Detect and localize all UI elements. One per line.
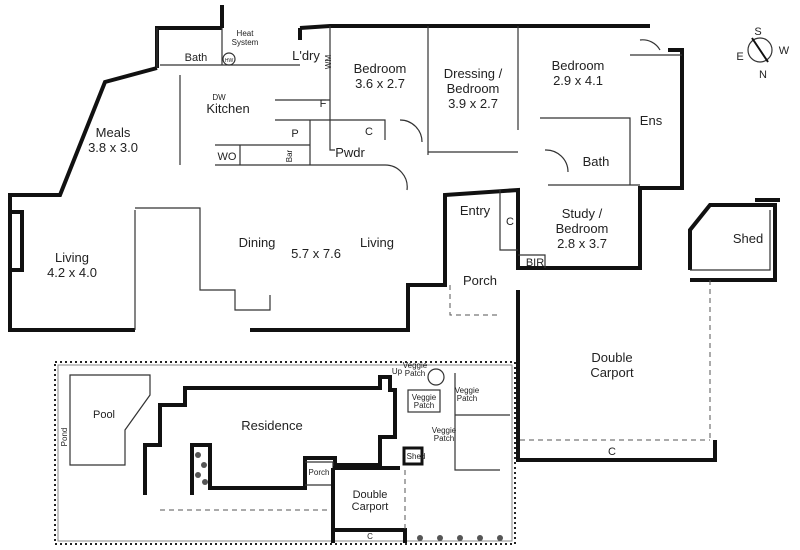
site-carport-label-2: Carport <box>352 501 389 513</box>
veggie1-label: Veggie <box>403 361 428 370</box>
laundry-label: L'dry <box>292 48 320 63</box>
up-label: Up <box>392 367 403 376</box>
site-shed <box>402 446 424 466</box>
carport-label: Double <box>591 350 632 365</box>
veggie3-label: Veggie <box>455 386 480 395</box>
compass-needle-icon <box>751 37 769 63</box>
heat-system-label-1: Heat <box>237 29 255 38</box>
porch-label: Porch <box>463 273 497 288</box>
pantry-label: P <box>291 128 298 140</box>
dining-label: Dining <box>239 235 276 250</box>
entry-cupboard-label: C <box>506 216 514 228</box>
tree-icon <box>427 368 445 386</box>
fridge-label: F <box>320 98 327 110</box>
bedroom1-size: 3.6 x 2.7 <box>355 76 405 91</box>
site-shrubs <box>195 452 503 541</box>
residence-outline <box>143 375 397 495</box>
site-garden-lines <box>454 373 510 471</box>
entry-label: Entry <box>460 203 491 218</box>
meals-label: Meals <box>96 125 131 140</box>
site-carport-walls <box>331 466 407 543</box>
carport-cupboard-label: C <box>608 446 616 458</box>
bedroom1-label: Bedroom <box>354 61 407 76</box>
study-size: 2.8 x 3.7 <box>557 236 607 251</box>
site-carport-label: Double <box>353 489 388 501</box>
bir-label: BIR <box>526 257 544 269</box>
dining-living-size: 5.7 x 7.6 <box>291 246 341 261</box>
compass-w: W <box>779 45 790 57</box>
hot-water-unit <box>222 52 236 66</box>
heat-system-label-2: System <box>232 38 259 47</box>
wall-oven-label: WO <box>218 151 237 163</box>
veggie2-bed <box>407 389 441 413</box>
ensuite-label: Ens <box>640 113 663 128</box>
site-boundary <box>54 361 516 545</box>
compass-e: E <box>736 51 743 63</box>
dressing-size: 3.9 x 2.7 <box>448 96 498 111</box>
bedroom2-size: 2.9 x 4.1 <box>553 73 603 88</box>
veggie2-label-2: Patch <box>414 401 434 410</box>
powder-room-label: Pwdr <box>335 145 365 160</box>
shed-label: Shed <box>733 231 763 246</box>
house-walls <box>8 5 780 462</box>
site-porch-label: Porch <box>309 468 330 477</box>
study-label-2: Bedroom <box>556 221 609 236</box>
living1-size: 4.2 x 4.0 <box>47 265 97 280</box>
compass: S W E N <box>736 26 789 81</box>
wm-label: WM <box>324 55 333 70</box>
kitchen-label: Kitchen <box>206 101 249 116</box>
cupboard-label: C <box>365 126 373 138</box>
residence-label: Residence <box>241 418 302 433</box>
meals-size: 3.8 x 3.0 <box>88 140 138 155</box>
living1-label: Living <box>55 250 89 265</box>
compass-ring <box>747 37 773 63</box>
site-dashed-lines <box>160 470 406 530</box>
dressing-label: Dressing / <box>444 66 503 81</box>
veggie2-label: Veggie <box>412 393 437 402</box>
bar-label: Bar <box>285 149 294 162</box>
site-inner-boundary <box>57 364 513 542</box>
veggie4-label: Veggie <box>432 426 457 435</box>
dressing-label-2: Bedroom <box>447 81 500 96</box>
veggie4-label-2: Patch <box>434 434 454 443</box>
compass-n: N <box>759 69 767 81</box>
compass-s: S <box>754 26 761 38</box>
bedroom2-label: Bedroom <box>552 58 605 73</box>
study-label: Study / <box>562 206 603 221</box>
bath2-label: Bath <box>583 154 610 169</box>
site-plan: Pool Pond Residence Porch Double Carport… <box>54 361 516 545</box>
pond-label: Pond <box>60 428 69 447</box>
hw-label: HW <box>225 58 234 64</box>
veggie3-label-2: Patch <box>457 394 477 403</box>
veggie1-label-2: Patch <box>405 369 425 378</box>
site-c-label: C <box>367 532 373 541</box>
dishwasher-label: DW <box>212 93 226 102</box>
site-shed-label: Shed <box>407 452 426 461</box>
bath-label: Bath <box>185 52 208 64</box>
pool-outline <box>69 374 151 466</box>
pool-label: Pool <box>93 409 115 421</box>
living2-label: Living <box>360 235 394 250</box>
carport-label-2: Carport <box>590 365 634 380</box>
